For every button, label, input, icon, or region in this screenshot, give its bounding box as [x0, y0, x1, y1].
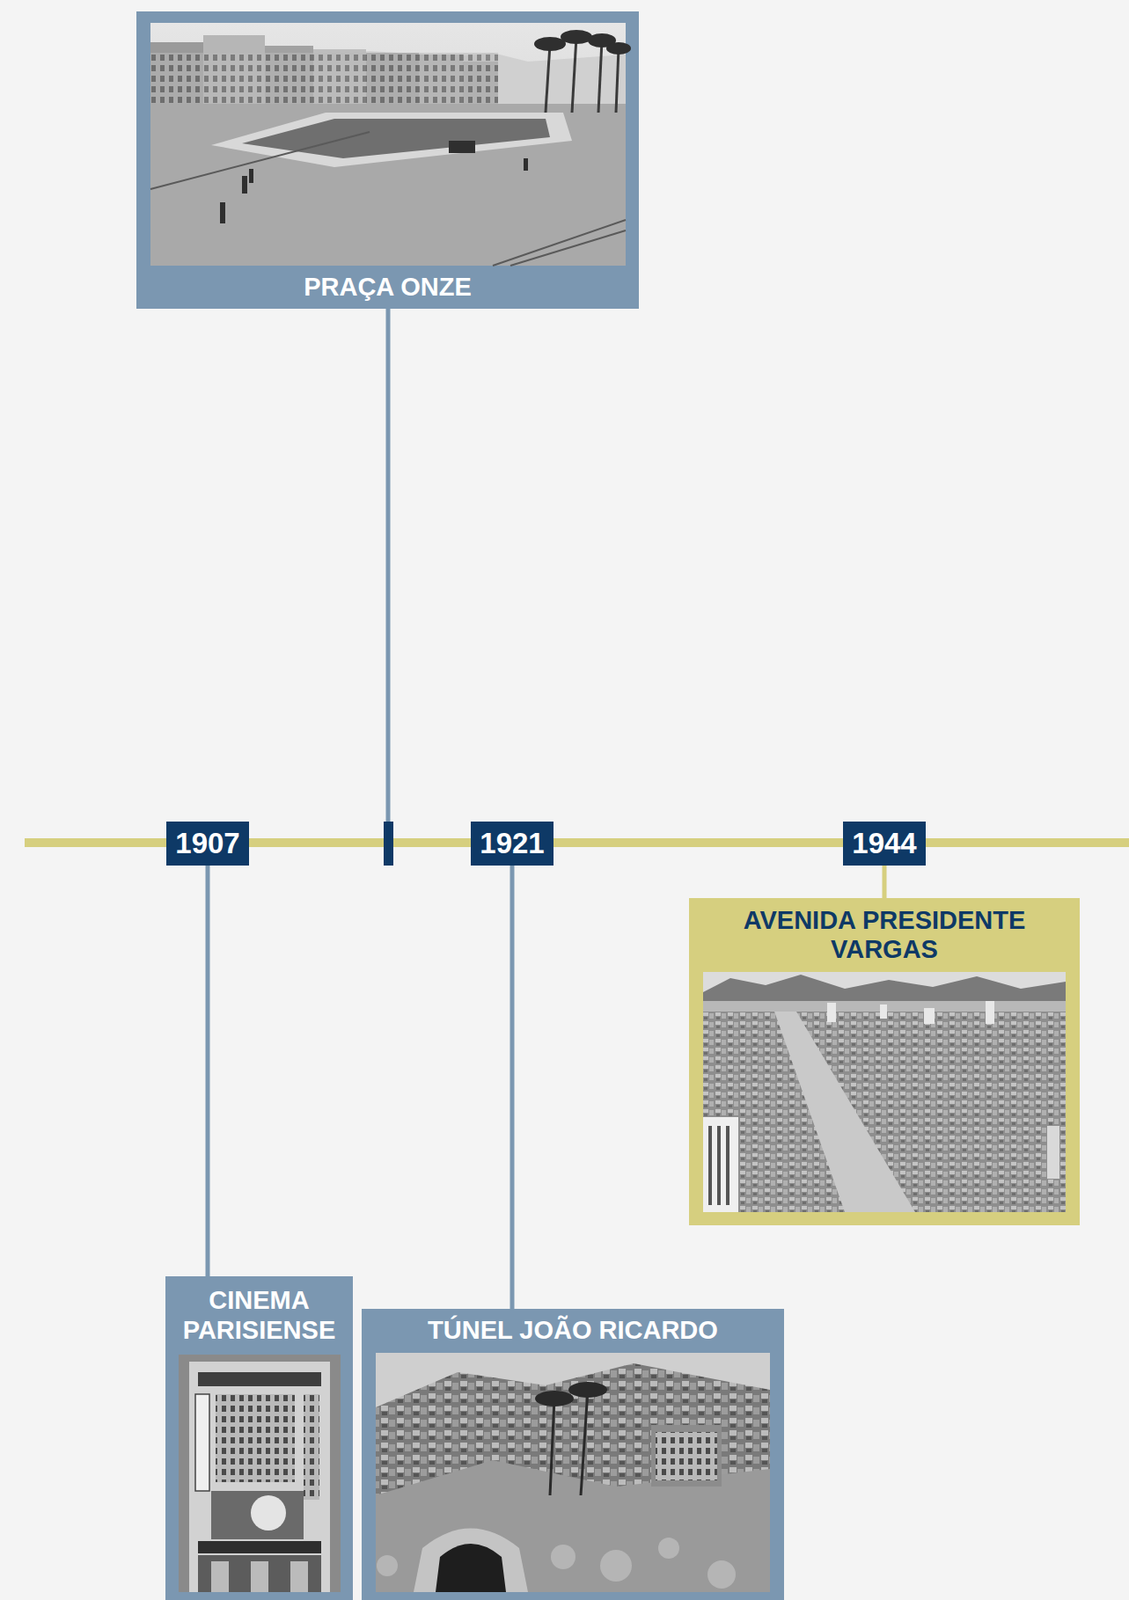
title-band: 1907 — [166, 821, 250, 866]
photo-frame — [165, 1276, 353, 1600]
connector-line — [882, 865, 888, 899]
year-label: 1921 — [479, 827, 544, 861]
photo-box: AVENIDA PRESIDENTE VARGAS — [689, 898, 1080, 1226]
photo-frame — [361, 1309, 785, 1600]
photo-cinema — [178, 1355, 341, 1593]
year-label: 1907 — [175, 827, 240, 861]
photo-tunel — [375, 1353, 770, 1593]
title-band: 1921 — [470, 821, 554, 866]
connector-line — [510, 865, 515, 1310]
leader-line — [386, 308, 391, 824]
year-box: 1921 — [470, 821, 554, 866]
title-band: PRAÇA ONZE — [136, 265, 639, 309]
box-title: TÚNEL JOÃO RICARDO — [427, 1316, 719, 1346]
title-band: 1944 — [843, 821, 926, 866]
year-box: 1944 — [843, 821, 926, 866]
box-title: CINEMA PARISIENSE — [172, 1286, 346, 1346]
box-title: PRAÇA ONZE — [303, 272, 472, 302]
title-band: AVENIDA PRESIDENTE VARGAS — [689, 898, 1080, 973]
photo-avenida — [703, 972, 1066, 1213]
timeline-tick — [383, 821, 394, 866]
box-title: AVENIDA PRESIDENTE VARGAS — [696, 906, 1073, 966]
photo-frame — [136, 11, 639, 309]
photo-praca-onze — [150, 22, 631, 266]
photo-box: CINEMA PARISIENSE — [165, 1276, 353, 1600]
photo-frame — [689, 898, 1080, 1226]
title-band: TÚNEL JOÃO RICARDO — [361, 1309, 785, 1354]
year-label: 1944 — [851, 827, 917, 861]
year-box: 1907 — [166, 821, 250, 866]
connector-line — [205, 865, 211, 1277]
photo-box: TÚNEL JOÃO RICARDO — [361, 1309, 785, 1600]
title-band: CINEMA PARISIENSE — [165, 1276, 353, 1356]
photo-box: PRAÇA ONZE — [136, 11, 639, 309]
